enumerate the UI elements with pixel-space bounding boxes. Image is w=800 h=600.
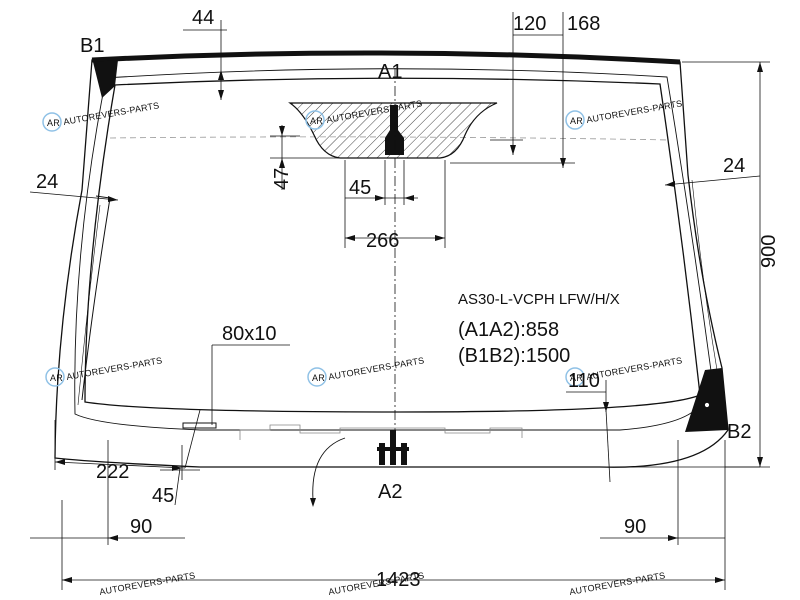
bottom-sensor-line <box>239 424 523 440</box>
watermark-logo-icon <box>565 367 585 387</box>
watermark-logo: AR <box>312 373 325 383</box>
watermark-logo-icon <box>565 110 585 130</box>
watermark-text: AUTOREVERS-PARTS <box>99 570 196 597</box>
point-b2: B2 <box>727 421 751 443</box>
corner-dot-icon <box>704 402 710 408</box>
watermark-logo: AR <box>570 116 583 126</box>
watermark-logo: AR <box>50 373 63 383</box>
mirror-mount <box>385 105 404 155</box>
dim-sensor-wide: 168 <box>567 13 600 35</box>
dim-sensor-base: 266 <box>366 230 399 252</box>
corner-block-b2 <box>685 368 728 432</box>
point-a1: A1 <box>378 61 402 83</box>
dimension-arrows <box>55 62 763 583</box>
dim-left-corner: 90 <box>130 516 152 538</box>
watermark-logo: AR <box>310 116 323 126</box>
watermark-logo-icon <box>45 367 65 387</box>
left-trim-line <box>81 195 111 401</box>
watermark-logo-icon <box>42 112 62 132</box>
watermark-logo-icon <box>305 110 325 130</box>
watermark-logo: AR <box>47 118 60 128</box>
heating-strip <box>182 422 217 429</box>
dim-bottom-left-offset: 222 <box>96 461 129 483</box>
dim-right-corner: 90 <box>624 516 646 538</box>
watermark-text: AUTOREVERS-PARTS <box>66 355 163 382</box>
corner-block-b1 <box>93 60 118 98</box>
model-code: AS30-L-VCPH LFW/H/X <box>458 291 620 308</box>
wiper-connectors <box>377 430 409 465</box>
dim-right-bottom: 110 <box>568 370 600 392</box>
point-a2: A2 <box>378 481 402 503</box>
dim-width: 1423 <box>376 569 421 591</box>
point-b1: B1 <box>80 35 104 57</box>
dim-right-side: 24 <box>723 155 745 177</box>
dim-top-margin: 44 <box>192 7 214 29</box>
watermark-text: AUTOREVERS-PARTS <box>328 355 425 382</box>
dim-sensor-height: 47 <box>271 168 293 190</box>
watermark-logo: AR <box>570 373 583 383</box>
dim-left-side: 24 <box>36 171 58 193</box>
formula-a1a2: (A1A2):858 <box>458 319 559 341</box>
dim-heating-strip: 80x10 <box>222 323 277 345</box>
watermark-text: AUTOREVERS-PARTS <box>586 355 683 382</box>
arrow-curve <box>312 437 346 501</box>
formula-b1b2: (B1B2):1500 <box>458 345 570 367</box>
watermark-text: AUTOREVERS-PARTS <box>586 98 683 125</box>
dim-height: 900 <box>758 235 780 268</box>
top-edge-band <box>91 50 681 65</box>
dim-sensor-notch: 45 <box>349 177 371 199</box>
dim-sensor-top: 120 <box>513 13 546 35</box>
dim-bottom-left-small: 45 <box>152 485 174 507</box>
watermark-text: AUTOREVERS-PARTS <box>569 570 666 597</box>
watermark-logo-icon <box>307 367 327 387</box>
dimension-lines <box>29 12 770 590</box>
